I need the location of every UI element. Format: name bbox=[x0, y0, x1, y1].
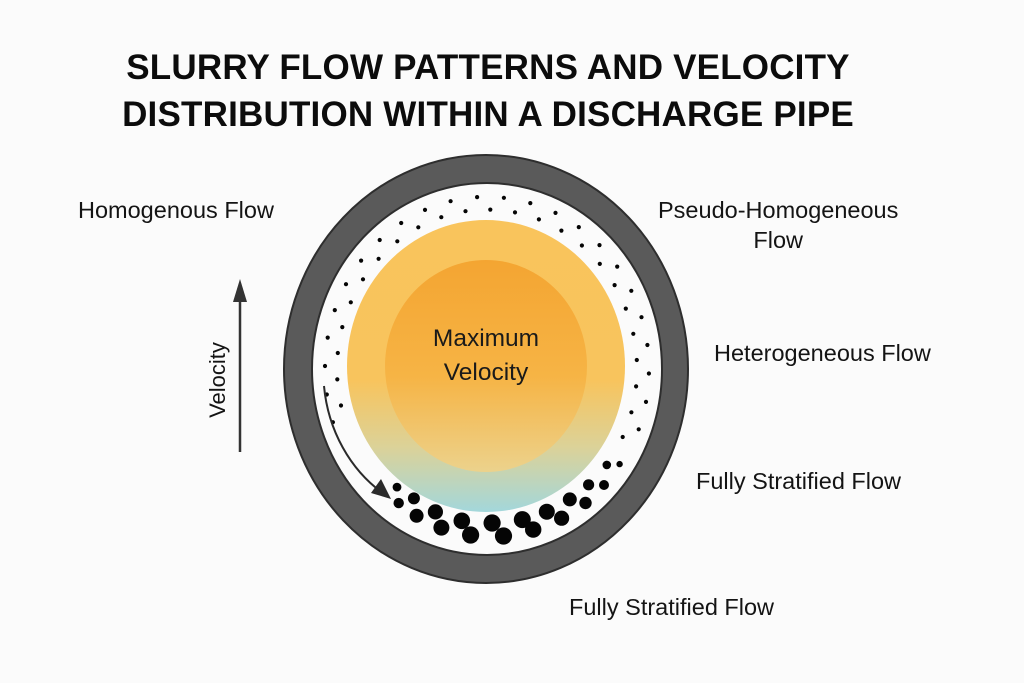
particle bbox=[634, 357, 639, 363]
particle bbox=[501, 195, 506, 200]
particle bbox=[643, 399, 649, 404]
particle bbox=[629, 410, 634, 415]
arrow-up-icon bbox=[233, 279, 247, 452]
particle bbox=[393, 497, 404, 509]
particle bbox=[483, 514, 501, 532]
particle bbox=[576, 225, 581, 230]
particles bbox=[322, 195, 652, 545]
particle bbox=[335, 377, 340, 382]
particle bbox=[579, 243, 585, 248]
title-line-1: SLURRY FLOW PATTERNS AND VELOCITY bbox=[126, 48, 850, 87]
particle bbox=[439, 215, 444, 220]
particle bbox=[583, 479, 595, 491]
diagram-title: SLURRY FLOW PATTERNS AND VELOCITY DISTRI… bbox=[0, 44, 976, 138]
velocity-axis-label: Velocity bbox=[205, 342, 230, 418]
particle bbox=[416, 225, 421, 230]
particle bbox=[377, 237, 382, 243]
particle bbox=[409, 508, 424, 523]
maximum-velocity-label: Maximum Velocity bbox=[386, 322, 586, 390]
label-heterogeneous-flow: Heterogeneous Flow bbox=[714, 340, 931, 366]
particle bbox=[433, 519, 450, 536]
particle bbox=[597, 261, 602, 266]
particle bbox=[338, 403, 344, 408]
label-fully-stratified-flow-bottom: Fully Stratified Flow bbox=[569, 594, 775, 620]
particle bbox=[616, 460, 623, 468]
particle bbox=[629, 288, 634, 293]
particle bbox=[538, 503, 555, 520]
particle bbox=[376, 256, 381, 261]
label-fully-stratified-flow-right: Fully Stratified Flow bbox=[696, 468, 902, 494]
particle bbox=[494, 527, 513, 545]
particle bbox=[645, 342, 650, 348]
particle bbox=[392, 482, 402, 492]
particle bbox=[343, 282, 349, 287]
particle bbox=[448, 199, 453, 204]
particle bbox=[463, 209, 468, 214]
velocity-zone-inner bbox=[385, 260, 587, 472]
particle bbox=[559, 228, 564, 233]
particle bbox=[525, 521, 542, 538]
label-pseudo-line-2: Flow bbox=[753, 227, 803, 253]
particle bbox=[488, 207, 493, 212]
particle bbox=[325, 335, 330, 340]
particle bbox=[335, 350, 340, 356]
particle bbox=[623, 306, 628, 311]
particle bbox=[631, 331, 636, 336]
particle bbox=[332, 308, 337, 313]
particle bbox=[553, 210, 558, 215]
curved-arrow-icon bbox=[323, 385, 391, 499]
particle bbox=[562, 492, 577, 507]
particle bbox=[399, 220, 404, 226]
particle bbox=[322, 363, 328, 369]
label-homogeneous-flow: Homogenous Flow bbox=[78, 197, 274, 223]
particle bbox=[462, 526, 480, 544]
particle bbox=[360, 277, 366, 282]
particle bbox=[620, 434, 625, 440]
particle bbox=[348, 300, 353, 305]
particle bbox=[453, 512, 471, 530]
particle bbox=[512, 210, 518, 215]
label-pseudo-line-1: Pseudo-Homogeneous bbox=[658, 197, 899, 223]
particle bbox=[340, 325, 345, 330]
particle bbox=[646, 371, 652, 376]
particle bbox=[395, 239, 400, 244]
particle bbox=[636, 427, 641, 432]
particle bbox=[513, 511, 531, 529]
core-line-2: Velocity bbox=[443, 359, 529, 386]
particle bbox=[634, 384, 639, 389]
particle bbox=[427, 504, 443, 520]
particle bbox=[528, 201, 533, 206]
particle bbox=[639, 315, 644, 320]
particle bbox=[407, 492, 420, 505]
particle bbox=[597, 243, 602, 248]
particle bbox=[599, 480, 609, 490]
particle bbox=[579, 496, 592, 510]
particle bbox=[554, 510, 570, 526]
label-pseudo-homogeneous-flow: Pseudo-Homogeneous Flow bbox=[658, 195, 898, 255]
particle bbox=[536, 217, 542, 222]
particle bbox=[615, 264, 620, 269]
particle bbox=[422, 207, 428, 212]
particle bbox=[602, 460, 612, 470]
particle bbox=[359, 258, 364, 263]
particle bbox=[612, 283, 617, 288]
title-line-2: DISTRIBUTION WITHIN A DISCHARGE PIPE bbox=[122, 95, 854, 134]
particle bbox=[475, 195, 480, 200]
core-line-1: Maximum bbox=[432, 325, 540, 352]
